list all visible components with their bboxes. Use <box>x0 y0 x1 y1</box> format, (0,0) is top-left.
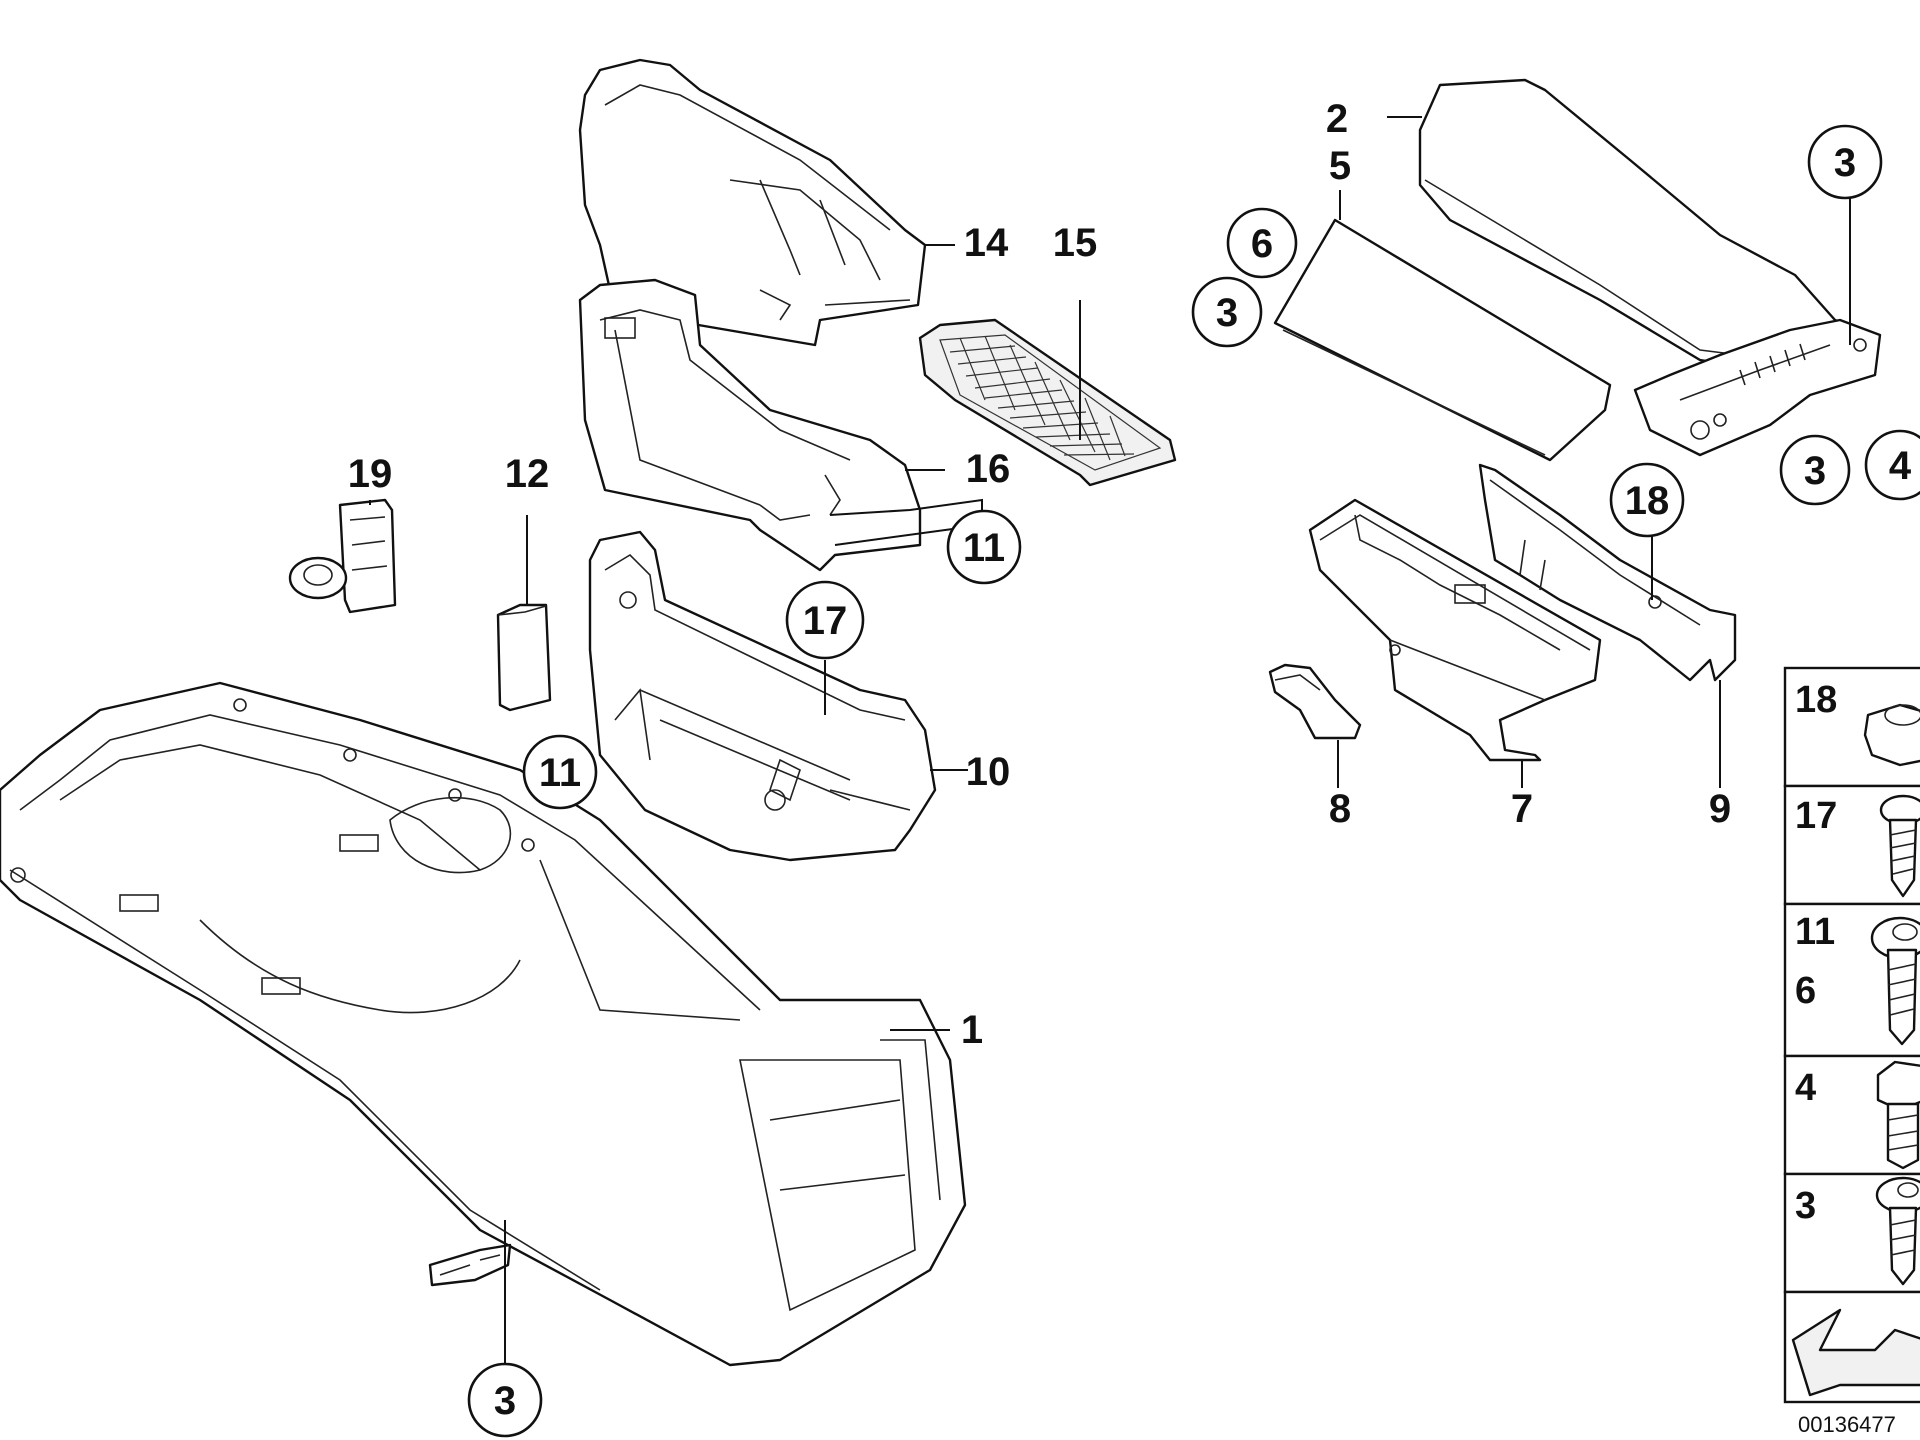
fastener-legend: 18 17 11 6 4 3 <box>1783 666 1920 1437</box>
lid-hinge-bracket-part <box>1633 318 1882 457</box>
bottom-clip-part <box>428 1243 512 1287</box>
clip-part <box>288 498 397 614</box>
legend-label-3: 3 <box>1795 1185 1816 1227</box>
callout-3-bottom: 3 <box>494 1379 516 1423</box>
torx-screw-icon <box>1875 1176 1920 1286</box>
legend-label-11: 11 <box>1795 911 1835 953</box>
latch-button-part <box>1268 663 1362 740</box>
armrest-frame-part <box>578 278 922 572</box>
callout-2: 2 <box>1326 97 1348 141</box>
callout-1: 1 <box>961 1008 983 1052</box>
latch-bracket-part <box>1478 463 1737 682</box>
legend-label-18: 18 <box>1795 679 1837 721</box>
callout-7: 7 <box>1511 787 1533 831</box>
callout-8: 8 <box>1329 787 1351 831</box>
hex-bolt-icon <box>1876 1060 1920 1170</box>
callout-11-top: 11 <box>963 526 1005 570</box>
callout-labels: 1 14 15 16 11 17 10 11 12 19 3 2 5 6 3 3… <box>348 97 1912 1423</box>
screw-icon <box>1879 794 1920 898</box>
callout-circles <box>467 124 1920 1438</box>
callout-15: 15 <box>1053 221 1098 265</box>
lid-pad-part <box>1273 218 1612 462</box>
flange-screw-icon <box>1870 916 1920 1046</box>
latch-housing-part <box>1308 498 1602 762</box>
callout-16: 16 <box>966 447 1011 491</box>
armrest-upper-part <box>578 58 927 347</box>
callout-9: 9 <box>1709 787 1731 831</box>
callout-14: 14 <box>964 221 1009 265</box>
callout-3-left: 3 <box>1216 291 1238 335</box>
armrest-lower-bracket-part <box>588 530 937 862</box>
callout-5: 5 <box>1329 144 1351 188</box>
pad-part <box>496 603 552 712</box>
direction-arrow-icon <box>1791 1308 1920 1397</box>
center-console-part <box>0 681 967 1367</box>
callout-12: 12 <box>505 452 550 496</box>
callout-10: 10 <box>966 750 1011 794</box>
callout-3-right: 3 <box>1804 449 1826 493</box>
callout-18: 18 <box>1625 479 1670 523</box>
callout-4: 4 <box>1889 444 1912 488</box>
callout-19: 19 <box>348 452 393 496</box>
callout-11-left: 11 <box>539 751 581 795</box>
callout-17: 17 <box>803 599 848 643</box>
legend-label-4: 4 <box>1795 1067 1816 1109</box>
callout-3-top-right: 3 <box>1834 141 1856 185</box>
grid-mat-part <box>918 318 1177 487</box>
grommet-icon <box>1863 703 1920 767</box>
reference-number: 00136477 <box>1798 1412 1896 1437</box>
legend-label-6: 6 <box>1795 970 1816 1012</box>
legend-label-17: 17 <box>1795 795 1837 837</box>
callout-6: 6 <box>1251 222 1273 266</box>
